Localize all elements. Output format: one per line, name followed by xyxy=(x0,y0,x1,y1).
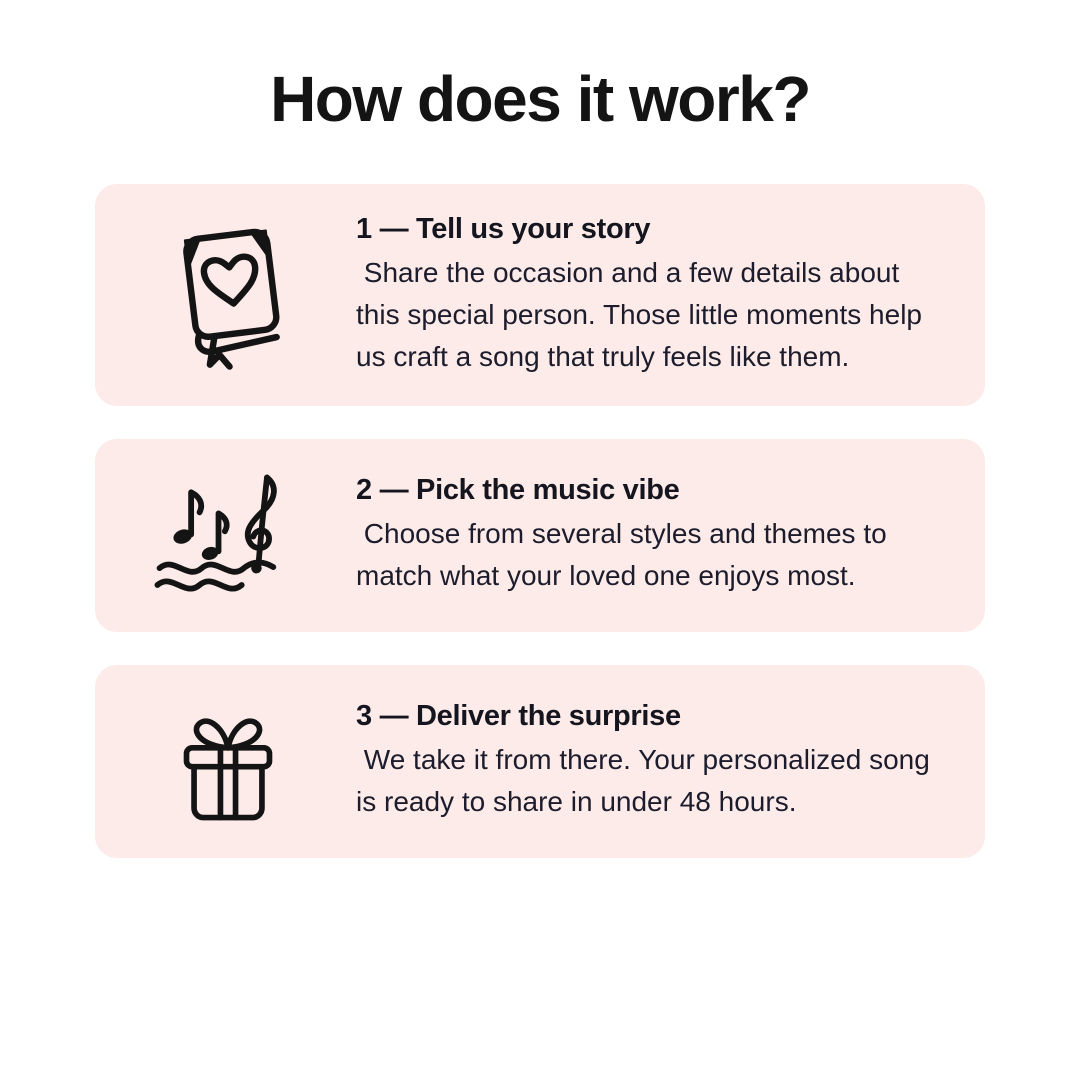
step-card-2: 2 — Pick the music vibe Choose from seve… xyxy=(95,439,985,632)
step-card-1: 1 — Tell us your story Share the occasio… xyxy=(95,184,985,406)
page-title: How does it work? xyxy=(270,63,811,135)
step-description: Share the occasion and a few details abo… xyxy=(356,256,930,372)
step-description: Choose from several styles and themes to… xyxy=(356,518,895,591)
step-heading: 2 — Pick the music vibe xyxy=(356,474,680,506)
steps-list: 1 — Tell us your story Share the occasio… xyxy=(95,184,985,858)
step-heading: 1 — Tell us your story xyxy=(356,212,651,245)
step-text-3: 3 — Deliver the surprise We take it from… xyxy=(356,700,941,823)
music-notes-icon xyxy=(135,467,320,604)
gift-box-icon xyxy=(135,693,320,830)
step-heading: 3 — Deliver the surprise xyxy=(356,700,681,732)
step-text-2: 2 — Pick the music vibe Choose from seve… xyxy=(356,474,941,597)
step-text-1: 1 — Tell us your story Share the occasio… xyxy=(356,213,941,378)
step-description: We take it from there. Your personalized… xyxy=(356,744,938,817)
heart-book-icon xyxy=(135,212,320,378)
step-card-3: 3 — Deliver the surprise We take it from… xyxy=(95,665,985,858)
